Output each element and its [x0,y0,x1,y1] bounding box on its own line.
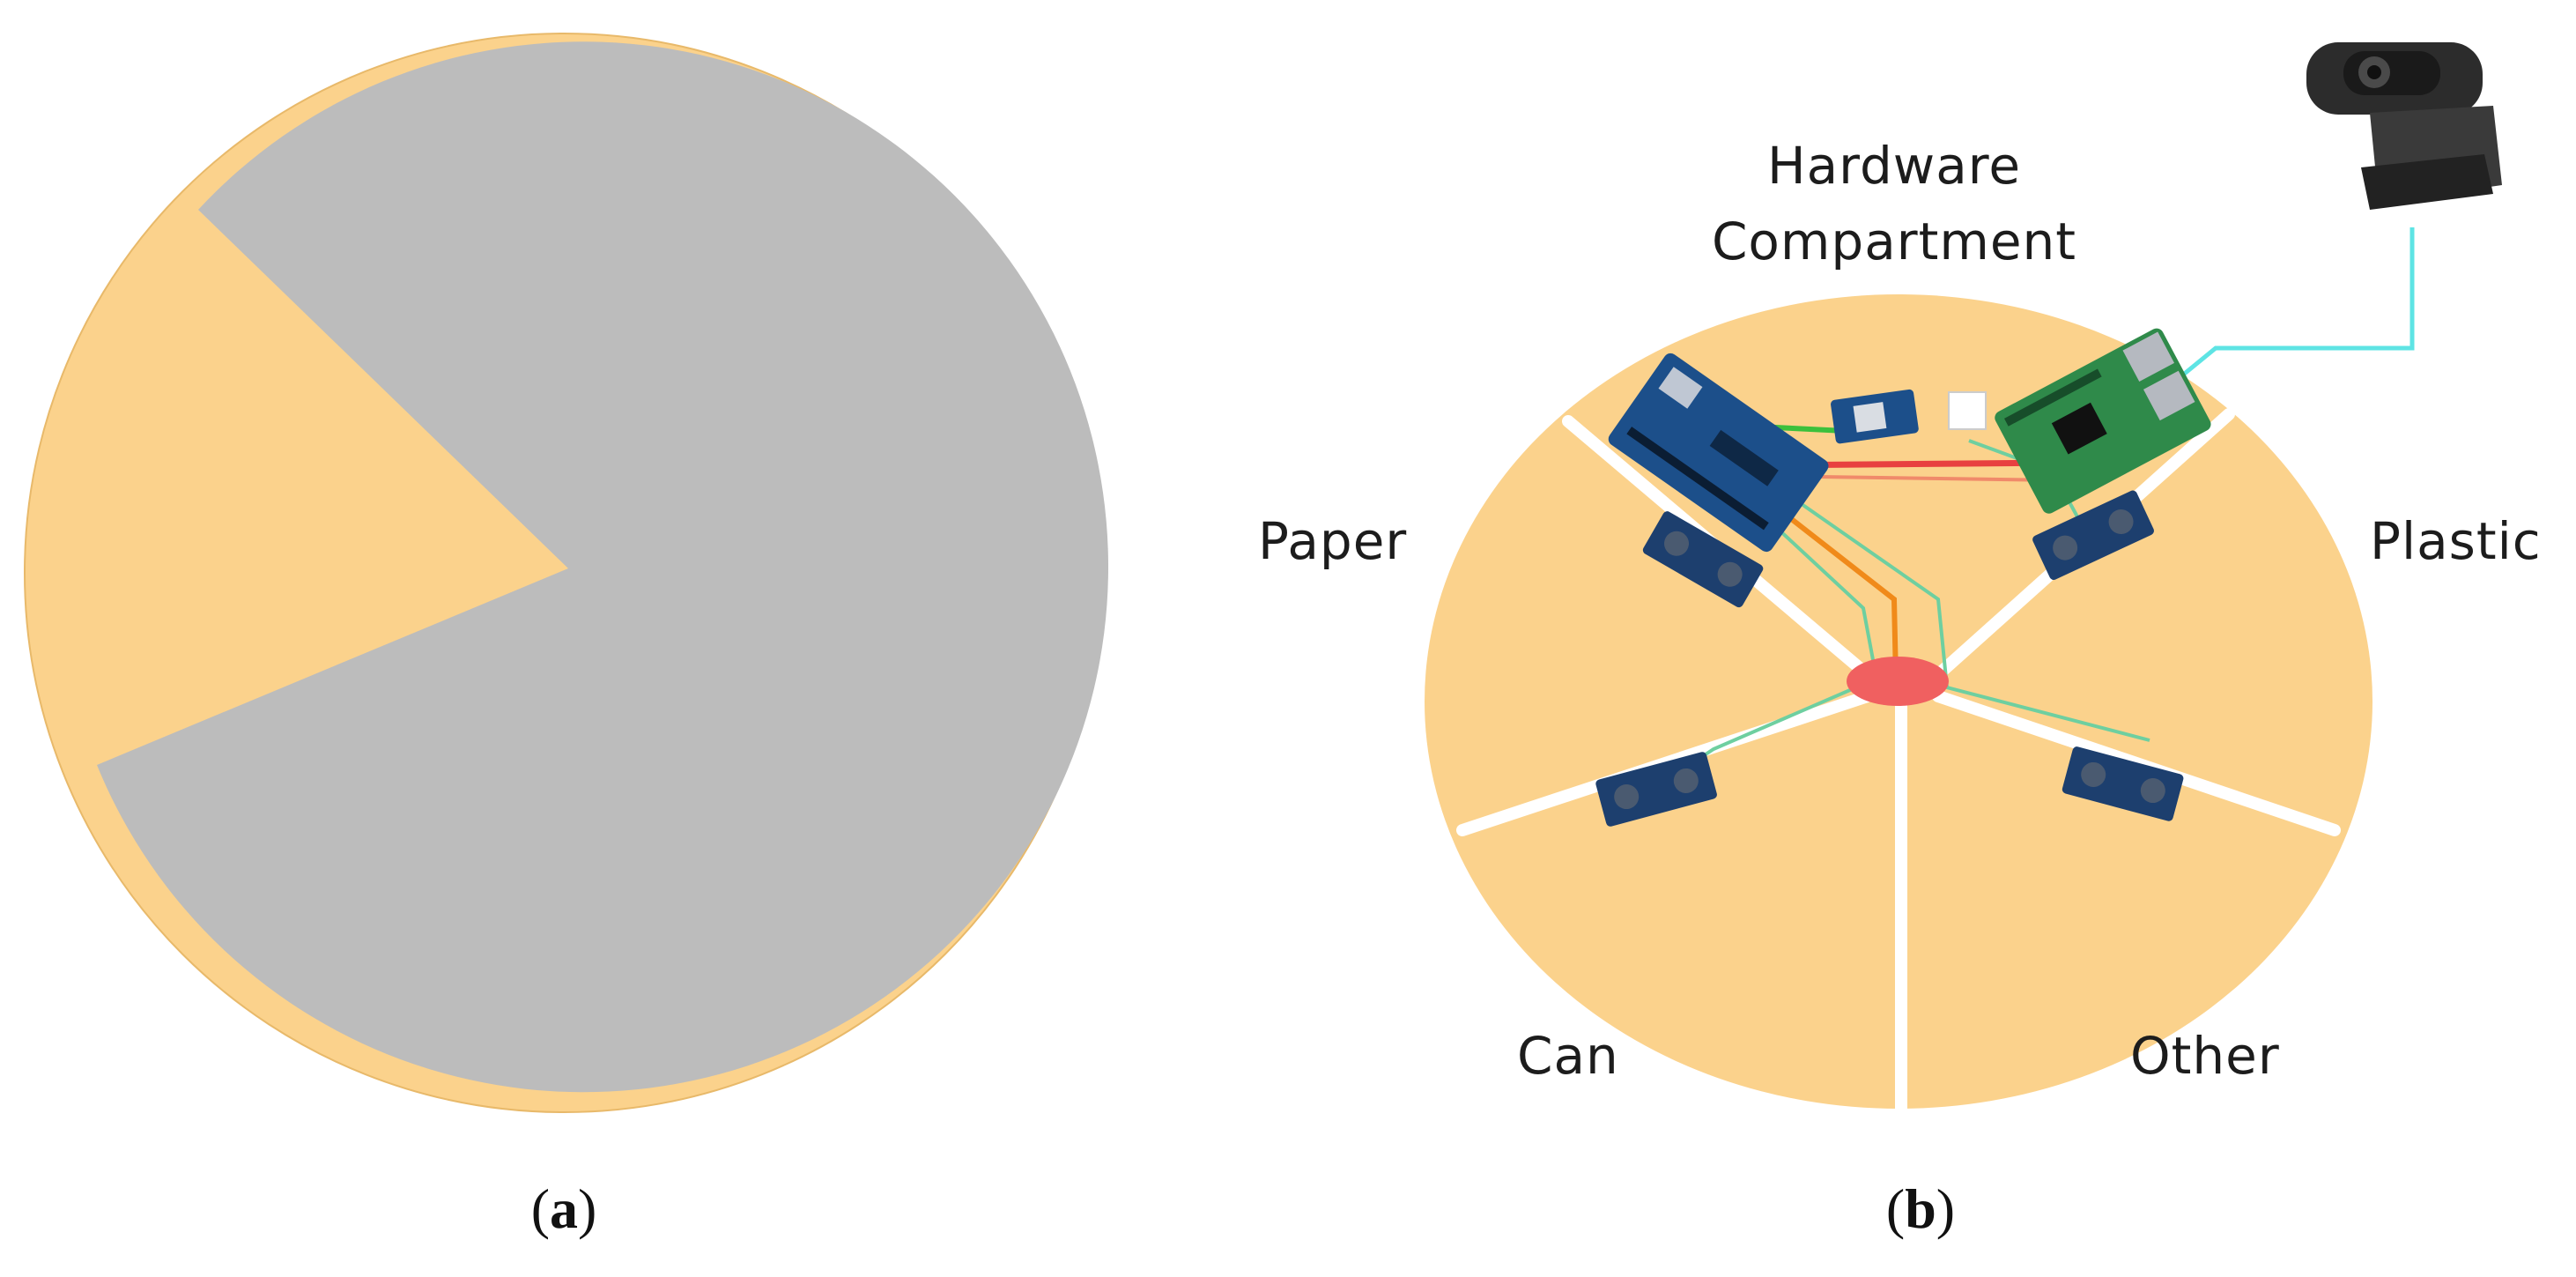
compartment-label-can: Can [1517,1026,1619,1086]
driver-module [1831,389,1919,444]
small-chip [1948,391,1987,430]
panel-a-caption-open: ( [530,1177,550,1240]
sensor-paper [1642,511,1764,608]
sorting-hub [1847,657,1949,706]
panel-a-diagram [24,33,1109,1113]
raspberry-pi-board [1995,328,2211,514]
sensor-plastic [2032,490,2154,581]
panel-b-caption-close: ) [1936,1177,1956,1240]
compartment-label-plastic: Plastic [2370,511,2542,571]
panel-b-caption: (b) [1886,1177,1955,1242]
hardware-label-line1: Hardware [1766,136,2022,196]
panel-a-gray-sector [97,41,1109,1093]
panel-a-caption-letter: a [550,1177,578,1240]
hardware-compartment-label: Hardware Compartment [1712,128,2076,279]
panel-b-caption-open: ( [1885,1177,1906,1240]
panel-b-diagram [1425,42,2502,1118]
webcam-icon [2306,42,2502,210]
hardware-label-line2: Compartment [1711,212,2077,271]
arduino-board [1608,353,1829,553]
sensor-can [1595,752,1717,827]
panel-b-caption-letter: b [1905,1177,1936,1240]
compartment-label-other: Other [2130,1026,2280,1086]
camera-cable [2165,227,2415,390]
sensor-other [2062,746,2184,821]
compartment-label-paper: Paper [1258,511,1408,571]
panel-a-caption-close: ) [578,1177,597,1240]
panel-a-caption: (a) [531,1177,597,1242]
